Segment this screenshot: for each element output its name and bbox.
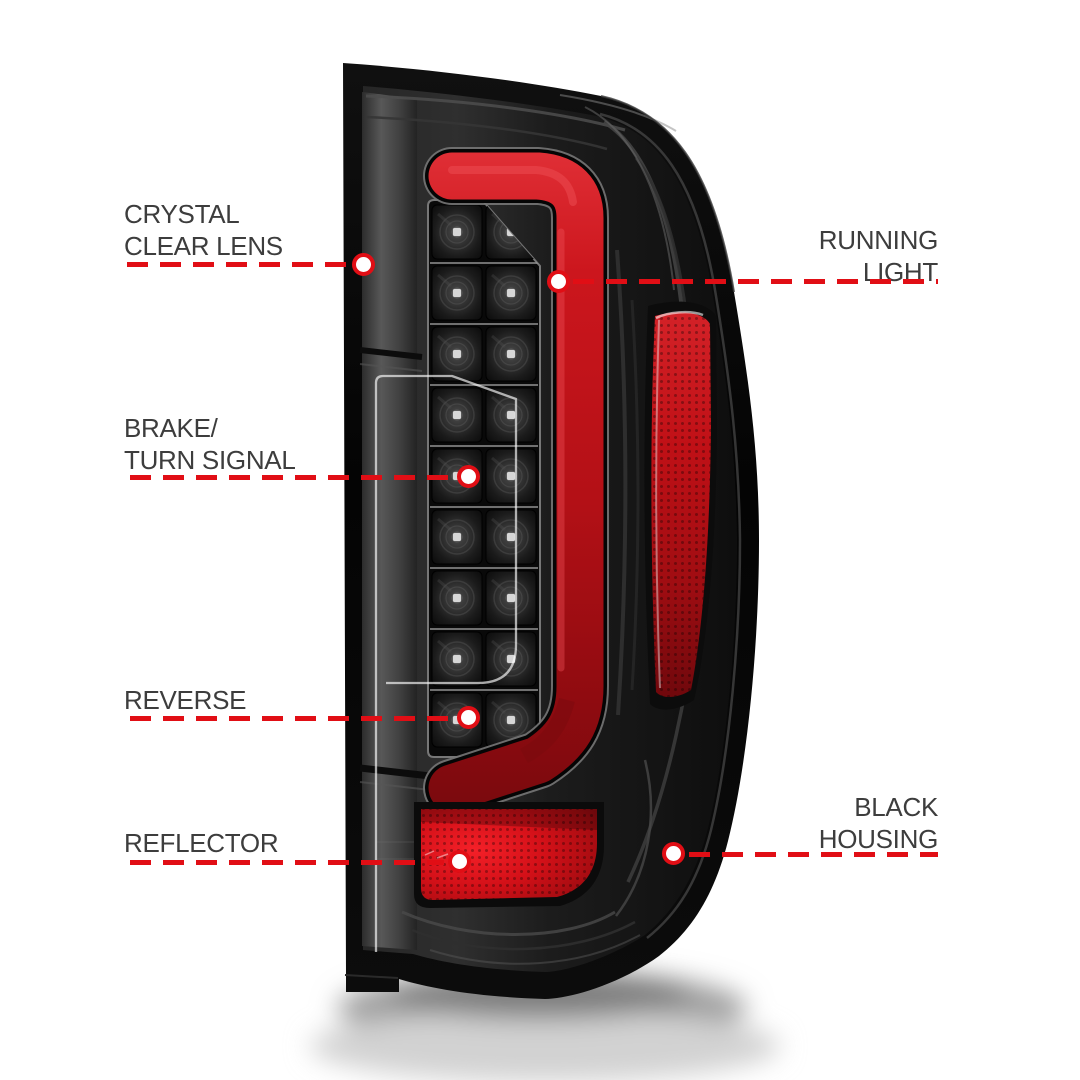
callout-line-crystal-clear-lens: [127, 262, 351, 267]
callout-dot-crystal-clear-lens: [352, 253, 375, 276]
callout-text-line: REVERSE: [124, 685, 247, 715]
callout-line-reflector: [130, 860, 444, 865]
lens-etched-outline: [374, 374, 518, 952]
callout-text-line: HOUSING: [818, 824, 939, 854]
callout-text-line: CRYSTAL: [124, 199, 240, 229]
callout-text-line: REFLECTOR: [124, 828, 279, 858]
callout-text-line: TURN SIGNAL: [124, 445, 296, 475]
red-light-bar: [423, 147, 609, 817]
callout-line-black-housing: [689, 852, 938, 857]
callout-text-line: BLACK: [854, 792, 938, 822]
clear-lens-band: [362, 92, 417, 950]
callout-line-brake-turn-signal: [130, 475, 454, 480]
callout-dot-running-light: [547, 270, 570, 293]
callout-text-line: CLEAR LENS: [124, 231, 283, 261]
callout-text-line: RUNNING: [818, 225, 939, 255]
callout-dot-reflector: [448, 850, 471, 873]
callout-label-reverse: REVERSE: [124, 684, 246, 716]
callout-label-crystal-clear-lens: CRYSTAL CLEAR LENS: [124, 198, 283, 262]
callout-dot-black-housing: [662, 842, 685, 865]
callout-label-reflector: REFLECTOR: [124, 827, 279, 859]
floor-reflection: [310, 970, 780, 1080]
callout-dot-reverse: [457, 706, 480, 729]
side-reflector: [644, 301, 717, 710]
callout-label-black-housing: BLACK HOUSING: [818, 791, 939, 855]
callout-line-reverse: [130, 716, 454, 721]
bottom-reflector: [414, 802, 604, 908]
callout-line-running-light: [573, 279, 938, 284]
callout-label-brake-turn-signal: BRAKE/ TURN SIGNAL: [124, 412, 296, 476]
callout-dot-brake-turn-signal: [457, 465, 480, 488]
callout-text-line: BRAKE/: [124, 413, 218, 443]
